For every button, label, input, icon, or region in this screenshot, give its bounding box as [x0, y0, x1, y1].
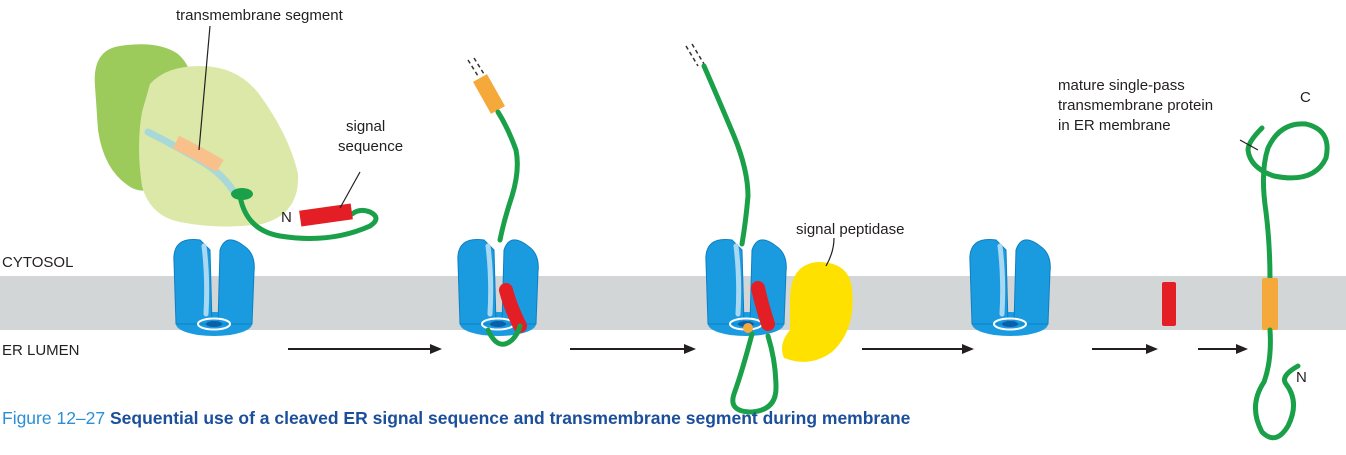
label-signal-peptidase: signal peptidase — [796, 221, 904, 238]
tm-segment-leader — [198, 25, 211, 151]
label-mature-3: in ER membrane — [1058, 117, 1171, 134]
label-transmembrane-segment: transmembrane segment — [176, 7, 344, 24]
polypeptide-chain-lumenal — [1253, 327, 1301, 441]
signal-sequence-in-pore — [751, 281, 775, 331]
label-n-terminus-2: N — [1296, 369, 1307, 386]
label-mature-2: transmembrane protein — [1058, 97, 1213, 114]
released-signal-peptide — [1162, 282, 1176, 326]
tm-segment-bar — [473, 74, 505, 114]
label-signal: signal — [346, 118, 385, 135]
chain-dashes-2 — [691, 43, 705, 65]
signal-sequence-leader — [339, 171, 361, 209]
panel-4 — [970, 239, 1176, 336]
panel-1 — [94, 44, 379, 336]
signal-sequence-in-pore — [499, 283, 527, 333]
panel-5 — [1239, 121, 1330, 441]
ribosome-large-subunit — [139, 66, 299, 227]
process-arrows — [288, 344, 1248, 354]
arrowhead-5 — [1236, 344, 1248, 354]
figure-caption-text: Sequential use of a cleaved ER signal se… — [105, 408, 911, 428]
label-cytosol: CYTOSOL — [2, 254, 73, 271]
ribosome-exit-site — [231, 188, 253, 200]
label-n-terminus-1: N — [281, 209, 292, 226]
chain-dashes — [467, 59, 479, 77]
chain-dashes-2 — [473, 57, 485, 75]
loop-in-lumen — [485, 323, 523, 347]
figure-number: Figure 12–27 — [2, 408, 106, 428]
panel-3 — [685, 43, 853, 415]
signal-peptidase-enzyme — [782, 262, 853, 362]
transmembrane-segment-inserted — [1262, 278, 1278, 330]
arrowhead-4 — [1146, 344, 1158, 354]
figure-caption: Figure 12–27 Sequential use of a cleaved… — [2, 408, 1182, 429]
signal-peptidase-pointer — [825, 237, 835, 267]
polypeptide-chain — [495, 109, 520, 243]
panel-2 — [458, 57, 538, 347]
loop-in-lumen — [730, 331, 779, 415]
polypeptide-chain — [701, 63, 751, 247]
chain-dashes — [685, 45, 699, 67]
arrowhead-3 — [962, 344, 974, 354]
label-c-terminus: C — [1300, 89, 1311, 106]
label-mature-1: mature single-pass — [1058, 77, 1185, 94]
signal-sequence-bar — [299, 203, 353, 227]
polypeptide-chain — [237, 193, 379, 241]
label-sequence: sequence — [338, 138, 403, 155]
tm-segment-in-ribosome — [172, 135, 224, 173]
label-er-lumen: ER LUMEN — [2, 342, 80, 359]
mature-protein-pointer — [1239, 139, 1259, 151]
cleavage-site — [743, 323, 753, 333]
polypeptide-chain-cytosolic — [1245, 121, 1330, 283]
arrowhead-2 — [684, 344, 696, 354]
arrowhead-1 — [430, 344, 442, 354]
